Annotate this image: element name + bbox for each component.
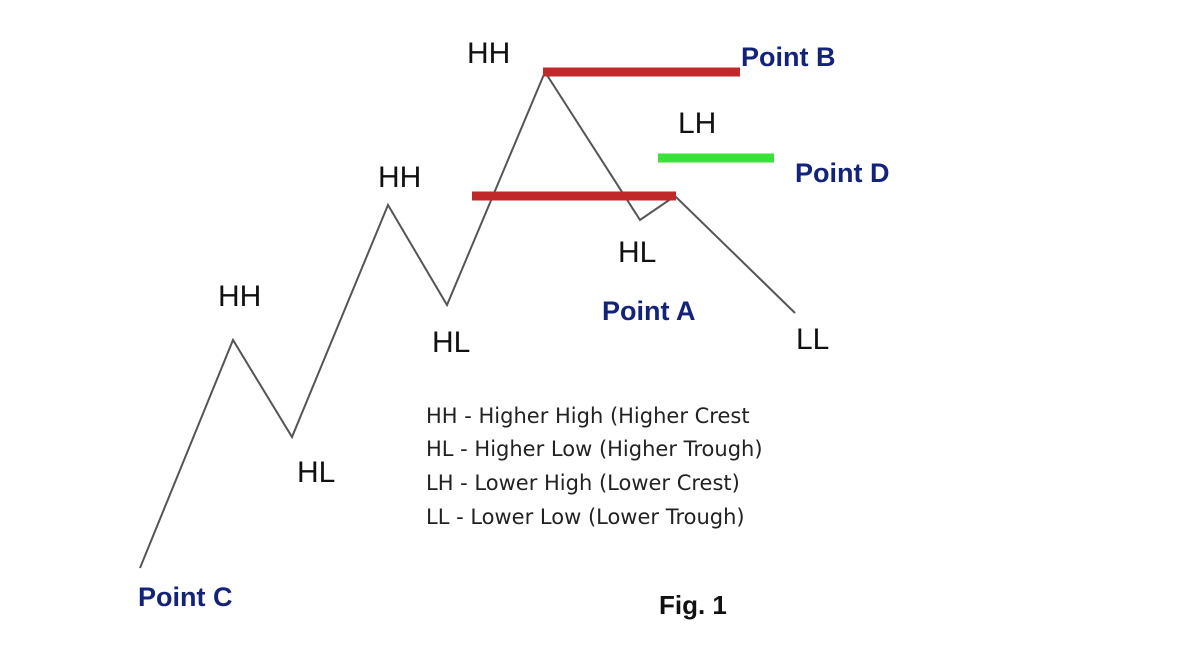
- label-higher-low-1: HL: [297, 456, 335, 489]
- label-lower-high: LH: [678, 107, 716, 140]
- label-higher-low-3: HL: [618, 236, 656, 269]
- label-higher-low-2: HL: [432, 326, 470, 359]
- legend-item-hl: HL - Higher Low (Higher Trough): [426, 437, 763, 461]
- legend-item-lh: LH - Lower High (Lower Crest): [426, 471, 740, 495]
- label-higher-high-3: HH: [467, 37, 510, 70]
- label-lower-low: LL: [796, 323, 829, 356]
- legend: HH - Higher High (Higher Crest HL - High…: [426, 404, 763, 529]
- price-zigzag-line: [139, 69, 796, 569]
- point-b-label: Point B: [741, 42, 836, 72]
- point-c-label: Point C: [138, 582, 233, 612]
- legend-item-ll: LL - Lower Low (Lower Trough): [426, 505, 745, 529]
- figure-caption: Fig. 1: [659, 590, 727, 620]
- point-a-label: Point A: [602, 296, 696, 326]
- label-higher-high-1: HH: [218, 280, 261, 313]
- legend-item-hh: HH - Higher High (Higher Crest: [426, 404, 750, 428]
- label-higher-high-2: HH: [378, 161, 421, 194]
- point-d-label: Point D: [795, 158, 890, 188]
